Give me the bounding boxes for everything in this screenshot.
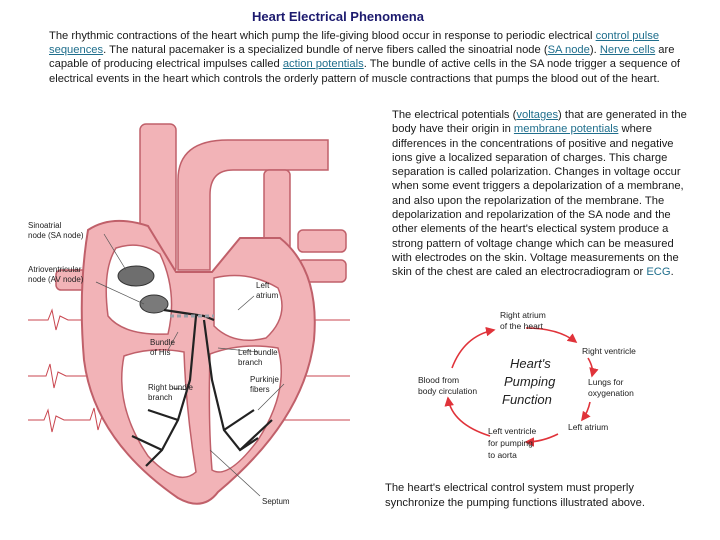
label-purkinje-1: Purkinje bbox=[250, 375, 279, 384]
cycle-left-ventricle-3: to aorta bbox=[488, 450, 517, 460]
cycle-right-atrium-1: Right atrium bbox=[500, 310, 546, 320]
cycle-left-ventricle-1: Left ventricle bbox=[488, 426, 536, 436]
cycle-blood-from-2: body circulation bbox=[418, 386, 477, 396]
voltage-paragraph: The electrical potentials (voltages) tha… bbox=[392, 108, 692, 280]
text-span: ). bbox=[590, 44, 600, 56]
text-span: where differences in the concentrations … bbox=[392, 123, 684, 278]
label-av-node-2: node (AV node) bbox=[28, 275, 84, 284]
cycle-lungs-2: oxygenation bbox=[588, 388, 634, 398]
text-span: The electrical potentials ( bbox=[392, 109, 516, 121]
voltages-link[interactable]: voltages bbox=[516, 109, 558, 121]
cycle-right-ventricle: Right ventricle bbox=[582, 346, 636, 356]
pumping-function-cycle: Right atrium of the heart Right ventricl… bbox=[418, 306, 648, 468]
label-septum: Septum bbox=[262, 497, 290, 506]
label-sa-node-2: node (SA node) bbox=[28, 231, 84, 240]
label-right-bundle-2: branch bbox=[148, 393, 172, 402]
cycle-lungs-1: Lungs for bbox=[588, 377, 624, 387]
label-bundle-his-1: Bundle bbox=[150, 338, 175, 347]
ecg-link[interactable]: ECG bbox=[646, 266, 670, 278]
cycle-left-ventricle-2: for pumping bbox=[488, 438, 533, 448]
cycle-blood-from-1: Blood from bbox=[418, 375, 459, 385]
sa-node-link[interactable]: SA node bbox=[548, 44, 590, 56]
action-potentials-link[interactable]: action potentials bbox=[283, 58, 364, 70]
label-left-atrium-2: atrium bbox=[256, 291, 279, 300]
text-span: . bbox=[671, 266, 674, 278]
label-right-bundle-1: Right bundle bbox=[148, 383, 193, 392]
nerve-cells-link[interactable]: Nerve cells bbox=[600, 44, 655, 56]
label-left-bundle-2: branch bbox=[238, 358, 262, 367]
intro-paragraph: The rhythmic contractions of the heart w… bbox=[49, 29, 681, 86]
text-span: . The natural pacemaker is a specialized… bbox=[103, 44, 547, 56]
sa-node-shape bbox=[118, 266, 154, 286]
heart-conduction-diagram: Sinoatrial node (SA node) Atrioventricul… bbox=[28, 120, 350, 512]
label-sa-node-1: Sinoatrial bbox=[28, 221, 62, 230]
av-node-shape bbox=[140, 295, 168, 313]
label-purkinje-2: fibers bbox=[250, 385, 270, 394]
label-av-node-1: Atrioventricular bbox=[28, 265, 82, 274]
cycle-center-3: Function bbox=[502, 392, 552, 407]
cycle-center-2: Pumping bbox=[504, 374, 556, 389]
text-span: The rhythmic contractions of the heart w… bbox=[49, 30, 596, 42]
page-title: Heart Electrical Phenomena bbox=[0, 9, 676, 24]
synchronize-paragraph: The heart's electrical control system mu… bbox=[385, 481, 685, 510]
label-left-atrium-1: Left bbox=[256, 281, 270, 290]
cycle-center-1: Heart's bbox=[510, 356, 551, 371]
membrane-potentials-link[interactable]: membrane potentials bbox=[514, 123, 618, 135]
label-bundle-his-2: of His bbox=[150, 348, 170, 357]
cycle-right-atrium-2: of the heart bbox=[500, 321, 544, 331]
label-left-bundle-1: Left bundle bbox=[238, 348, 278, 357]
cycle-left-atrium: Left atrium bbox=[568, 422, 608, 432]
